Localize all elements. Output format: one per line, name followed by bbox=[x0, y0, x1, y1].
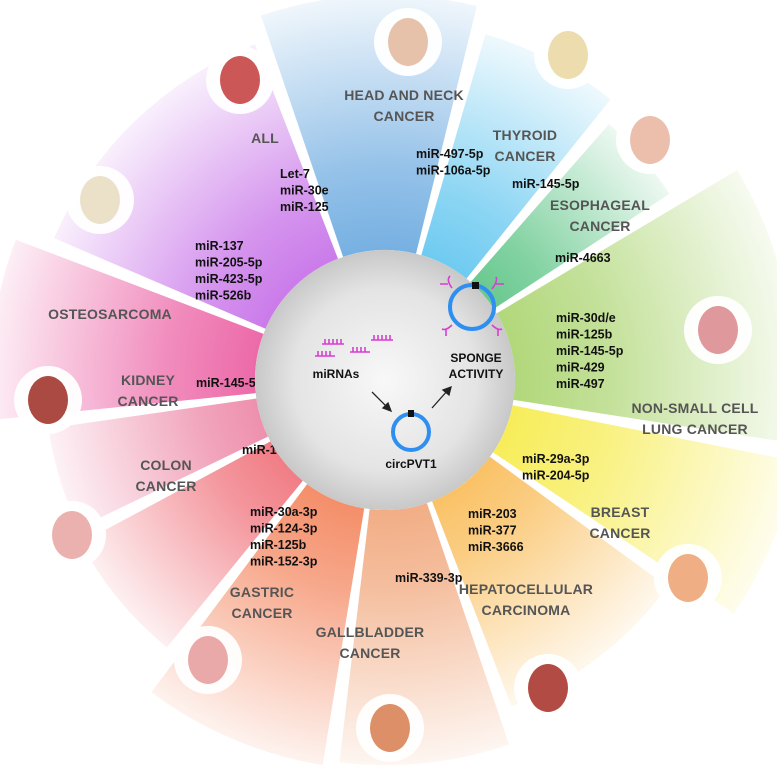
kidney-icon bbox=[14, 366, 82, 434]
nsclc-title-line: NON-SMALL CELL bbox=[632, 400, 759, 416]
sector-all bbox=[54, 44, 338, 329]
hepatocellular-title-line: HEPATOCELLULAR bbox=[459, 581, 593, 597]
sector-gastric bbox=[151, 484, 365, 765]
nsclc-mirna: miR-145-5p bbox=[556, 344, 624, 358]
head-neck-title-line: CANCER bbox=[373, 108, 434, 124]
nsclc-mirna: miR-30d/e bbox=[556, 311, 616, 325]
mirnas-label: miRNAs bbox=[313, 367, 360, 381]
liver-icon bbox=[514, 654, 582, 722]
thyroid-title-line: CANCER bbox=[494, 148, 555, 164]
all-mirna: Let-7 bbox=[280, 167, 310, 181]
hepatocellular-mirna: miR-203 bbox=[468, 507, 517, 521]
osteosarcoma-mirna: miR-137 bbox=[195, 239, 244, 253]
mirna-strands-icon bbox=[315, 335, 393, 357]
sector-colon bbox=[80, 441, 303, 648]
colon-title-line: COLON bbox=[140, 457, 192, 473]
thyroid-icon bbox=[534, 21, 602, 89]
esophageal-title-line: ESOPHAGEAL bbox=[550, 197, 650, 213]
circpvt1-label: circPVT1 bbox=[385, 457, 437, 471]
breast-title-line: BREAST bbox=[591, 504, 650, 520]
kidney-title-line: KIDNEY bbox=[121, 372, 176, 388]
gastric-title-line: GASTRIC bbox=[230, 584, 294, 600]
esophageal-title-line: CANCER bbox=[569, 218, 630, 234]
center-hub: miRNAs circPVT1 SPONGE A bbox=[255, 250, 515, 510]
nsclc-mirna: miR-429 bbox=[556, 361, 605, 375]
gastric-mirna: miR-152-3p bbox=[250, 555, 318, 569]
hepatocellular-mirna: miR-377 bbox=[468, 524, 517, 538]
gastric-mirna: miR-124-3p bbox=[250, 522, 318, 536]
sponge-ring-icon bbox=[440, 275, 504, 336]
sponge-label-line1: SPONGE bbox=[450, 351, 501, 365]
breast-icon bbox=[654, 544, 722, 612]
sector-kidney bbox=[48, 398, 268, 528]
sponge-label-line2: ACTIVITY bbox=[449, 367, 504, 381]
gallbladder-title-line: GALLBLADDER bbox=[316, 624, 425, 640]
osteosarcoma-mirna: miR-205-5p bbox=[195, 256, 263, 270]
hepatocellular-title-line: CARCINOMA bbox=[482, 602, 571, 618]
breast-title-line: CANCER bbox=[589, 525, 650, 541]
hepatocellular-mirna: miR-3666 bbox=[468, 540, 524, 554]
sector-thyroid bbox=[421, 34, 611, 279]
nsclc-mirna: miR-497 bbox=[556, 377, 605, 391]
kidney-title-line: CANCER bbox=[117, 393, 178, 409]
gallbladder-mirna: miR-339-3p bbox=[395, 571, 463, 585]
osteosarcoma-title-line: OSTEOSARCOMA bbox=[48, 306, 172, 322]
all-mirna: miR-30e bbox=[280, 184, 329, 198]
breast-mirna: miR-29a-3p bbox=[522, 452, 590, 466]
osteosarcoma-mirna: miR-526b bbox=[195, 289, 252, 303]
sector-hepatocellular bbox=[432, 456, 668, 707]
bone-icon bbox=[66, 166, 134, 234]
head-neck-title-line: HEAD AND NECK bbox=[344, 87, 464, 103]
all-mirna: miR-125 bbox=[280, 200, 329, 214]
stomach-icon bbox=[174, 626, 242, 694]
gastric-mirna: miR-30a-3p bbox=[250, 505, 318, 519]
gastric-mirna: miR-125b bbox=[250, 538, 307, 552]
kidney-mirna: miR-145-5p bbox=[196, 376, 264, 390]
arrow-to-sponge-icon bbox=[431, 385, 452, 409]
sector-nsclc bbox=[496, 170, 777, 441]
circpvt1-ring-icon bbox=[391, 410, 431, 452]
colon-title-line: CANCER bbox=[135, 478, 196, 494]
head-neck-mirna: miR-497-5p bbox=[416, 147, 484, 161]
all-title-line: ALL bbox=[251, 130, 279, 146]
gallbladder-icon bbox=[356, 694, 424, 762]
nsclc-mirna: miR-125b bbox=[556, 328, 613, 342]
osteosarcoma-mirna: miR-423-5p bbox=[195, 272, 263, 286]
nsclc-title-line: LUNG CANCER bbox=[642, 421, 748, 437]
lungs-icon bbox=[684, 296, 752, 364]
thyroid-mirna: miR-145-5p bbox=[512, 177, 580, 191]
head-icon bbox=[374, 8, 442, 76]
esophagus-icon bbox=[616, 106, 684, 174]
sector-esophageal bbox=[470, 124, 670, 309]
gallbladder-title-line: CANCER bbox=[339, 645, 400, 661]
esophageal-mirna: miR-4663 bbox=[555, 251, 611, 265]
intestine-icon bbox=[38, 501, 106, 569]
gastric-title-line: CANCER bbox=[231, 605, 292, 621]
breast-mirna: miR-204-5p bbox=[522, 469, 590, 483]
blood-cells-icon bbox=[206, 46, 274, 114]
arrow-to-circ-icon bbox=[371, 391, 393, 413]
thyroid-title-line: THYROID bbox=[493, 127, 557, 143]
head-neck-mirna: miR-106a-5p bbox=[416, 164, 491, 178]
